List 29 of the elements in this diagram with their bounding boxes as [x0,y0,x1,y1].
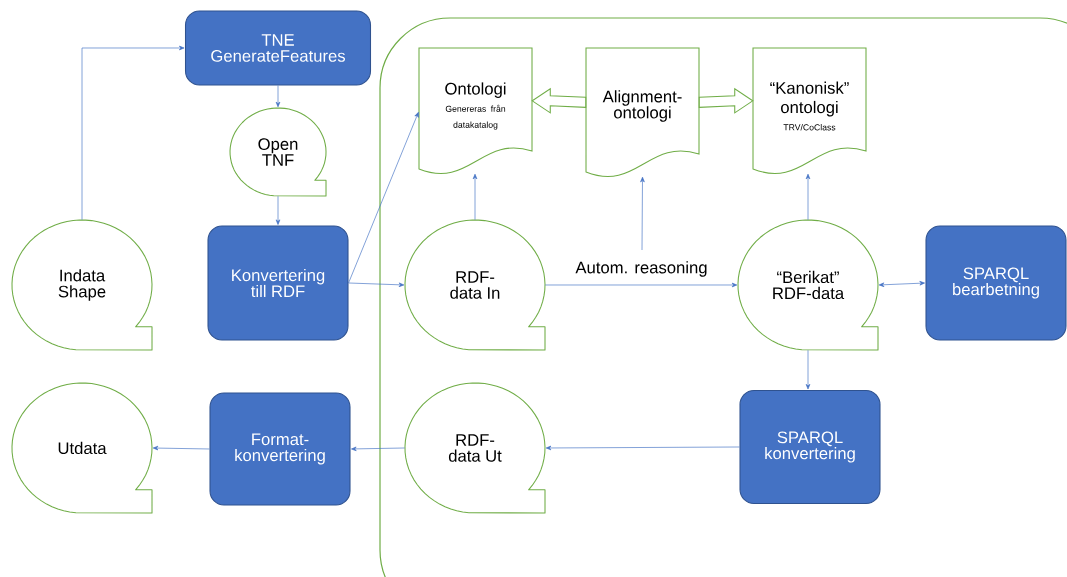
arrow [351,446,406,452]
process-box: TNE GenerateFeatures [184,10,372,86]
hollow-arrow [698,87,754,114]
arrow [348,282,405,288]
process-box: SPARQL bearbetning [925,225,1067,341]
arrow [640,176,645,251]
edge-label: Autom. reasoning [574,259,709,279]
process-box: Format-konvertering [209,392,351,506]
speech-bubble: Indata Shape [11,219,153,351]
speech-bubble: RDF-data In [404,219,546,351]
hollow-arrow [531,87,587,114]
arrow [81,45,185,221]
group-frame [379,17,1067,577]
arrow [152,445,210,451]
process-box: Konvertering till RDF [207,225,349,341]
process-box: SPARQL konvertering [739,389,881,505]
speech-bubble: Utdata [11,382,153,514]
arrow [805,173,811,221]
arrow [545,445,740,451]
arrow [544,282,738,288]
arrow [878,281,925,287]
arrow [472,173,478,221]
speech-bubble: “Berikat” RDF-data [737,219,879,351]
arrow [275,85,281,108]
arrow [275,195,281,225]
arrow [805,349,811,390]
speech-bubble: RDF-data Ut [404,382,546,514]
arrow [348,112,419,284]
speech-bubble: Open TNF [229,107,327,197]
